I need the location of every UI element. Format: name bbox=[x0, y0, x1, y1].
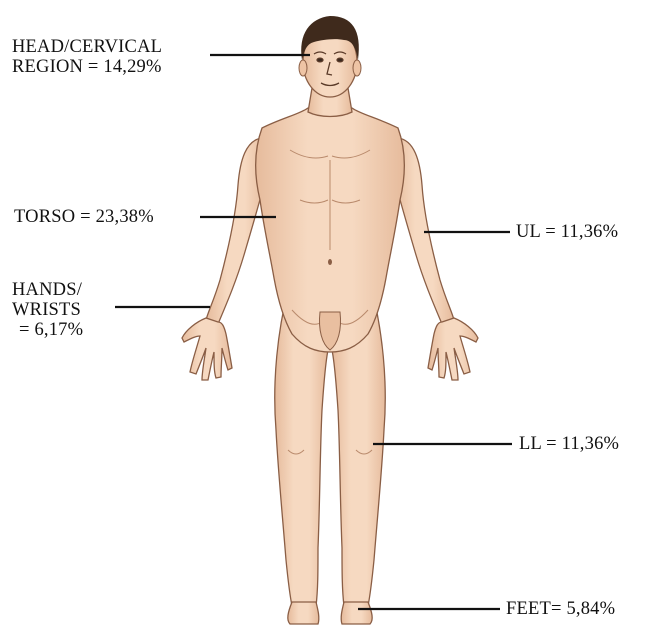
label-ll: LL = 11,36% bbox=[519, 434, 619, 454]
label-ll-text: LL = 11,36% bbox=[519, 434, 619, 454]
label-hands-line3: = 6,17% bbox=[12, 320, 83, 340]
label-feet-text: FEET= 5,84% bbox=[506, 599, 615, 619]
right-foot bbox=[341, 602, 372, 624]
label-hands-line1: HANDS/ bbox=[12, 280, 83, 300]
label-hands: HANDS/ WRISTS = 6,17% bbox=[12, 280, 83, 340]
left-hand bbox=[182, 318, 232, 380]
label-ul-text: UL = 11,36% bbox=[516, 222, 618, 242]
left-foot bbox=[288, 602, 319, 624]
right-hand bbox=[428, 318, 478, 380]
label-head-line2: REGION = 14,29% bbox=[12, 57, 162, 77]
label-torso: TORSO = 23,38% bbox=[14, 207, 154, 227]
label-head: HEAD/CERVICAL REGION = 14,29% bbox=[12, 37, 162, 77]
label-head-line1: HEAD/CERVICAL bbox=[12, 37, 162, 57]
label-ul: UL = 11,36% bbox=[516, 222, 618, 242]
label-feet: FEET= 5,84% bbox=[506, 599, 615, 619]
label-torso-text: TORSO = 23,38% bbox=[14, 207, 154, 227]
label-hands-line2: WRISTS bbox=[12, 300, 83, 320]
